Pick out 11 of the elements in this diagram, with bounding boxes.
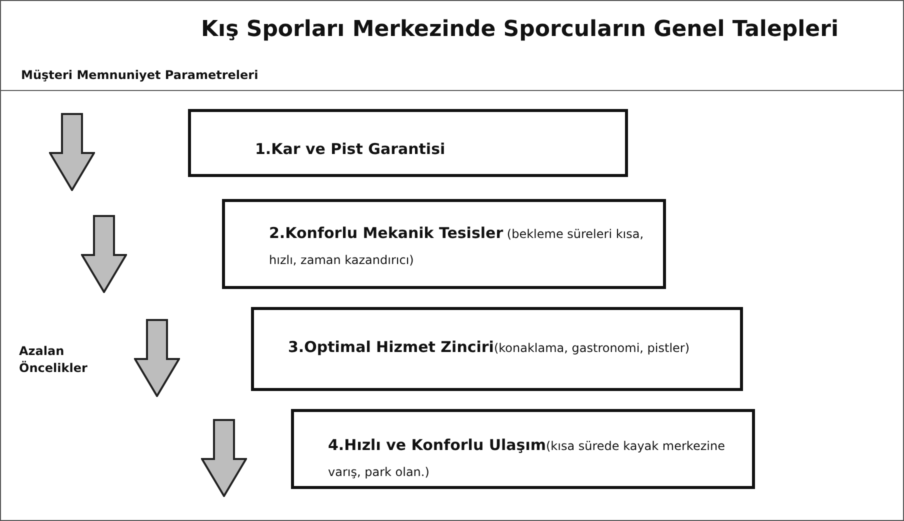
priority-box	[291, 409, 755, 489]
title: Kış Sporları Merkezinde Sporcuların Genel Talepleri	[201, 17, 838, 42]
subtitle: Müşteri Memnuniyet Parametreleri	[21, 67, 258, 84]
priority-box	[188, 109, 628, 177]
priority-text: 4.Hızlı ve Konforlu Ulaşım(kısa sürede kayak merkezine varış, park olan.)	[328, 435, 726, 481]
priority-text: 3.Optimal Hizmet Zinciri(konaklama, gastronomi, pistler)	[288, 337, 691, 358]
priority-box	[222, 199, 666, 289]
priority-text: 1.Kar ve Pist Garantisi	[255, 139, 446, 160]
priority-text: 2.Konforlu Mekanik Tesisler (bekleme süreleri kısa, hızlı, zaman kazandırıcı)	[269, 223, 645, 269]
priority-box	[251, 307, 743, 391]
side-label: Azalan Öncelikler	[19, 343, 88, 378]
